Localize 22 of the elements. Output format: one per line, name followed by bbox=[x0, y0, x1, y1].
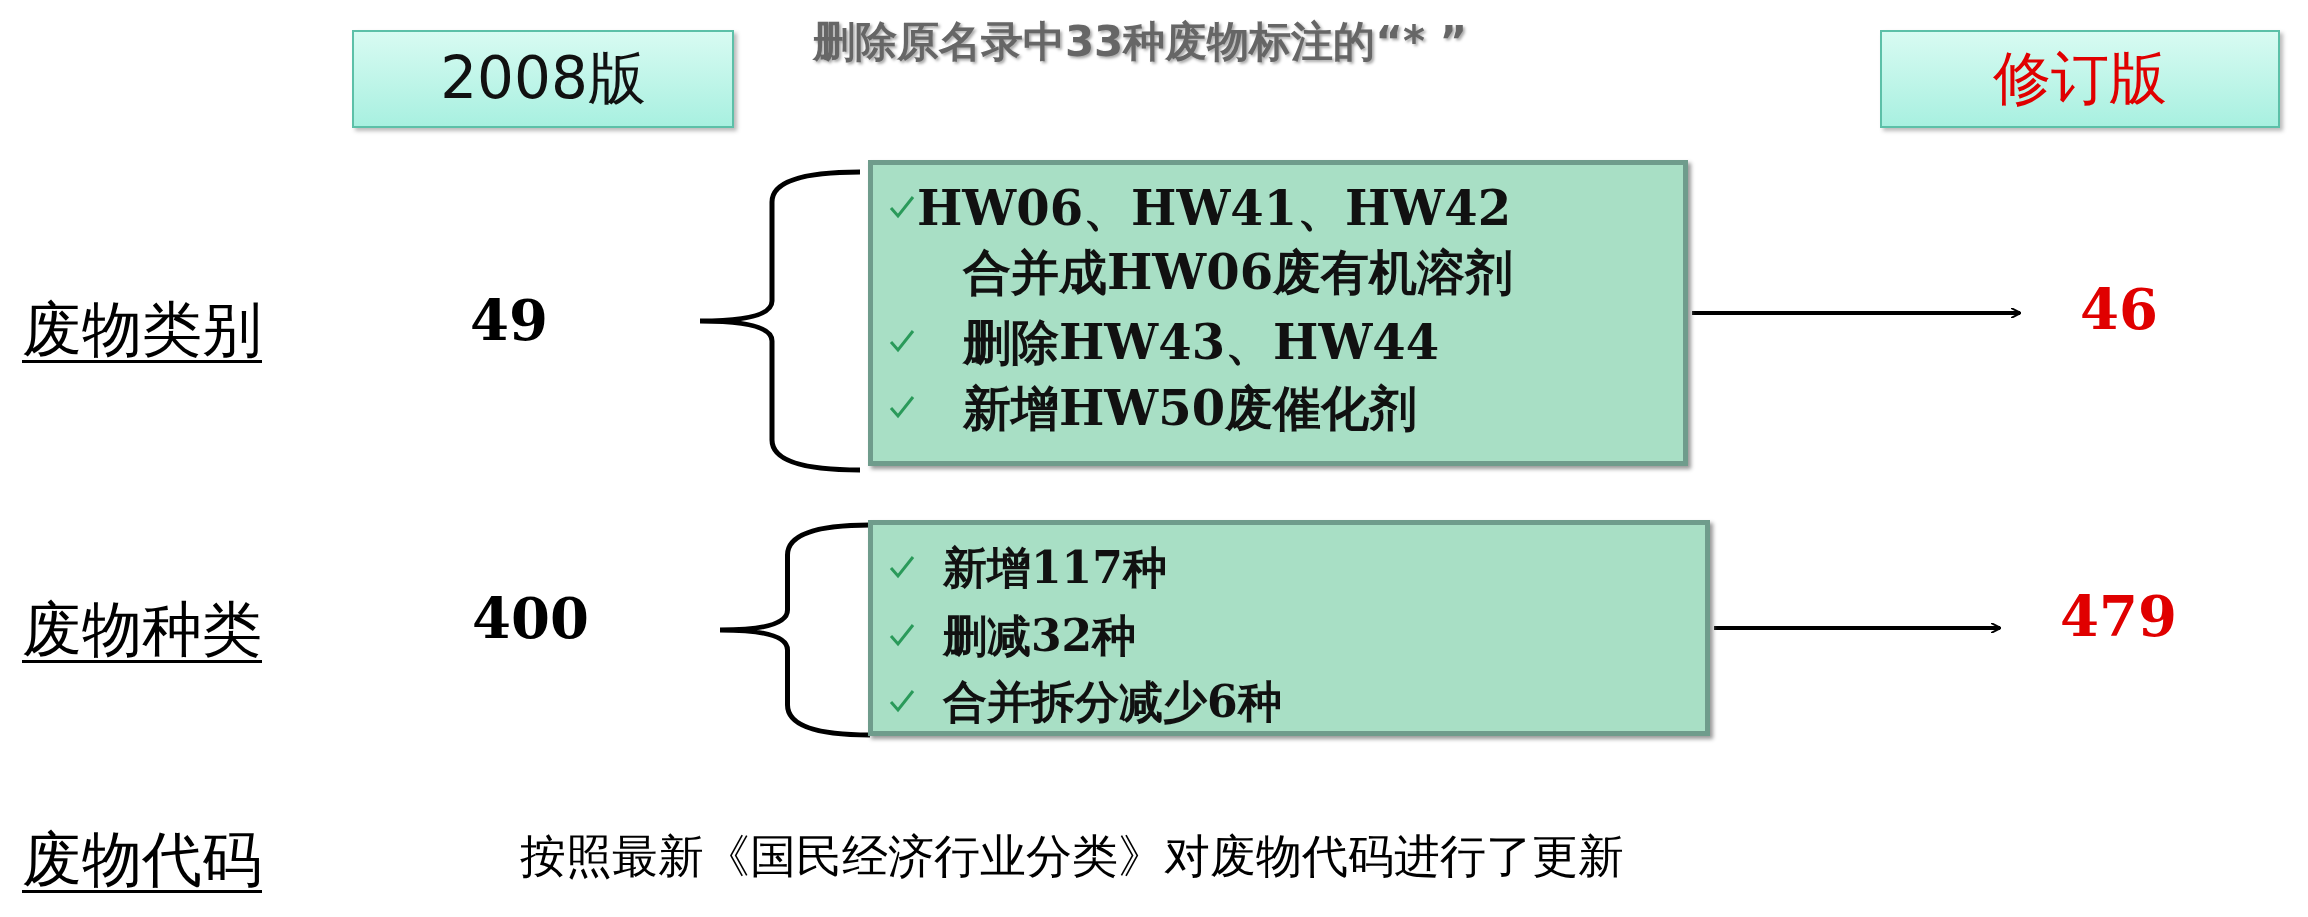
description-text: 按照最新《国民经济行业分类》对废物代码进行了更新 bbox=[520, 828, 1624, 885]
arrow bbox=[1714, 622, 2002, 634]
count-number: 49 bbox=[470, 287, 548, 353]
category-label: 废物类别 bbox=[22, 293, 262, 366]
change-item: HW06、HW41、HW42 bbox=[917, 179, 1512, 238]
version-box: 2008版 bbox=[352, 30, 734, 128]
change-item: 删除HW43、HW44 bbox=[963, 313, 1440, 372]
count-number: 479 bbox=[2060, 583, 2177, 649]
change-item: 合并拆分减少6种 bbox=[943, 675, 1282, 729]
change-box bbox=[868, 520, 1710, 736]
category-label: 废物代码 bbox=[22, 823, 262, 896]
change-item: 新增117种 bbox=[943, 541, 1167, 595]
arrow bbox=[1692, 307, 2022, 319]
category-label: 废物种类 bbox=[22, 593, 262, 666]
note-text: 删除原名录中33种废物标注的“* ” bbox=[812, 16, 1468, 68]
change-item: 删减32种 bbox=[943, 609, 1137, 663]
version-box: 修订版 bbox=[1880, 30, 2280, 128]
change-item: 合并成HW06废有机溶剂 bbox=[963, 243, 1514, 302]
count-number: 400 bbox=[472, 585, 589, 651]
change-box bbox=[868, 160, 1688, 466]
count-number: 46 bbox=[2080, 276, 2158, 342]
change-item: 新增HW50废催化剂 bbox=[963, 379, 1418, 438]
